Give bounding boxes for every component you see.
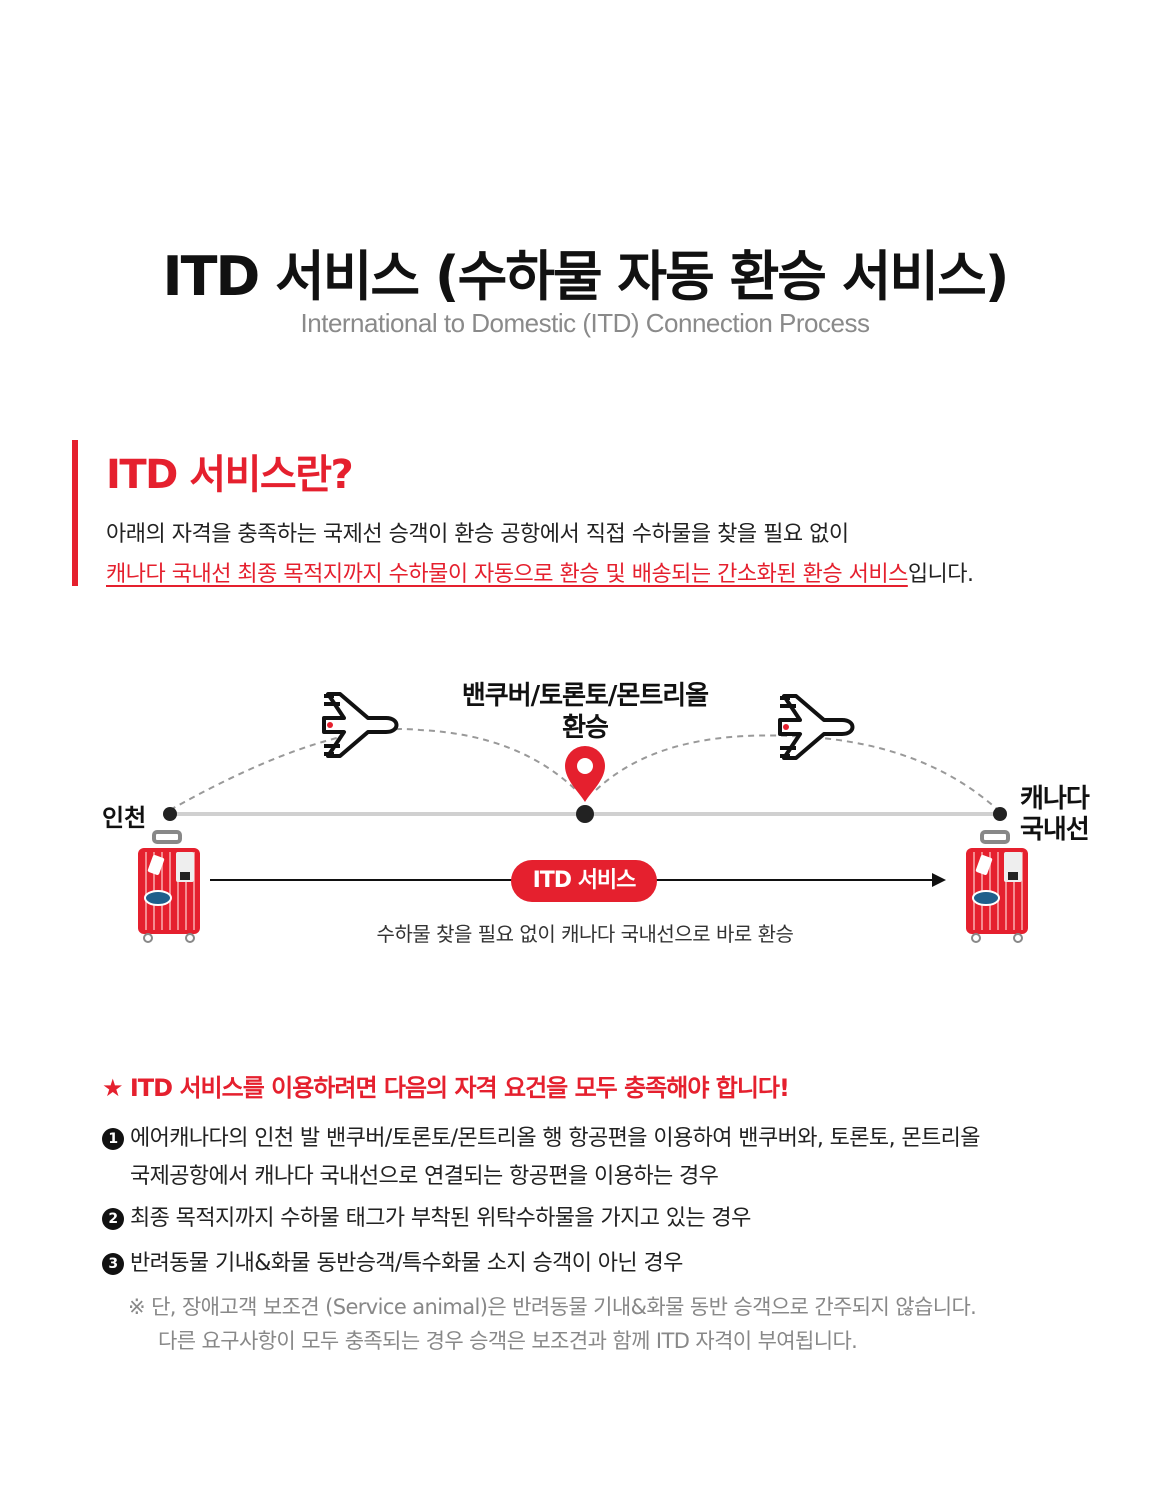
itd-service-badge: ITD 서비스 [511,860,657,902]
flight-arc-right [595,734,999,811]
destination-line-2: 국내선 [1020,815,1090,845]
requirements-heading: ★ ITD 서비스를 이용하려면 다음의 자격 요건을 모두 충족해야 합니다! [102,1074,790,1102]
intro-line-2-rest: 입니다. [907,562,974,587]
section-title: ITD 서비스란? [106,452,354,498]
requirement-text: 반려동물 기내&화물 동반승객/특수화물 소지 승객이 아닌 경우 [130,1251,683,1276]
number-badge: 2 [102,1208,124,1230]
airplane-icon [778,694,855,760]
location-pin-icon [565,746,605,802]
page-title: ITD 서비스 (수하물 자동 환승 서비스) [162,245,1010,308]
page-subtitle: International to Domestic (ITD) Connecti… [300,308,870,338]
origin-dot [163,807,177,821]
requirement-text-cont: 국제공항에서 캐나다 국내선으로 연결되는 항공편을 이용하는 경우 [130,1164,719,1189]
destination-dot [993,807,1007,821]
itd-route-diagram [138,692,1028,943]
section-accent-bar [72,440,78,586]
service-animal-note: ※ 단, 장애고객 보조견 (Service animal)은 반려동물 기내&… [128,1290,977,1358]
note-line-1: ※ 단, 장애고객 보조견 (Service animal)은 반려동물 기내&… [128,1295,977,1319]
diagram-caption: 수하물 찾을 필요 없이 캐나다 국내선으로 바로 환승 [376,922,794,946]
note-line-2: 다른 요구사항이 모두 충족되는 경우 승객은 보조견과 함께 ITD 자격이 … [158,1329,858,1353]
suitcase-icon [966,830,1028,943]
suitcase-icon [138,830,200,943]
requirement-text: 최종 목적지까지 수하물 태그가 부착된 위탁수하물을 가지고 있는 경우 [130,1206,751,1231]
destination-line-1: 캐나다 [1020,784,1090,814]
requirement-text: 에어캐나다의 인천 발 밴쿠버/토론토/몬트리올 행 항공편을 이용하여 밴쿠버… [130,1126,981,1151]
requirement-item: 1 에어캐나다의 인천 발 밴쿠버/토론토/몬트리올 행 항공편을 이용하여 밴쿠… [102,1120,981,1196]
intro-line-2: 캐나다 국내선 최종 목적지까지 수하물이 자동으로 환승 및 배송되는 간소화… [106,556,974,588]
transfer-dot [576,805,594,823]
transfer-cities: 밴쿠버/토론토/몬트리올 [461,681,709,711]
airplane-icon [322,692,399,758]
destination-label: 캐나다 국내선 [1020,784,1090,846]
transfer-hub-label: 밴쿠버/토론토/몬트리올 환승 [435,680,735,744]
transfer-text: 환승 [562,713,609,743]
number-badge: 1 [102,1128,124,1150]
arrow-head-icon [932,873,946,887]
requirement-item: 3 반려동물 기내&화물 동반승객/특수화물 소지 승객이 아닌 경우 [102,1245,683,1283]
number-badge: 3 [102,1253,124,1275]
origin-label: 인천 [102,804,147,832]
intro-line-1: 아래의 자격을 충족하는 국제선 승객이 환승 공항에서 직접 수하물을 찾을 … [106,522,849,547]
intro-highlight: 캐나다 국내선 최종 목적지까지 수하물이 자동으로 환승 및 배송되는 간소화… [106,562,908,587]
requirement-item: 2 최종 목적지까지 수하물 태그가 부착된 위탁수하물을 가지고 있는 경우 [102,1200,751,1238]
